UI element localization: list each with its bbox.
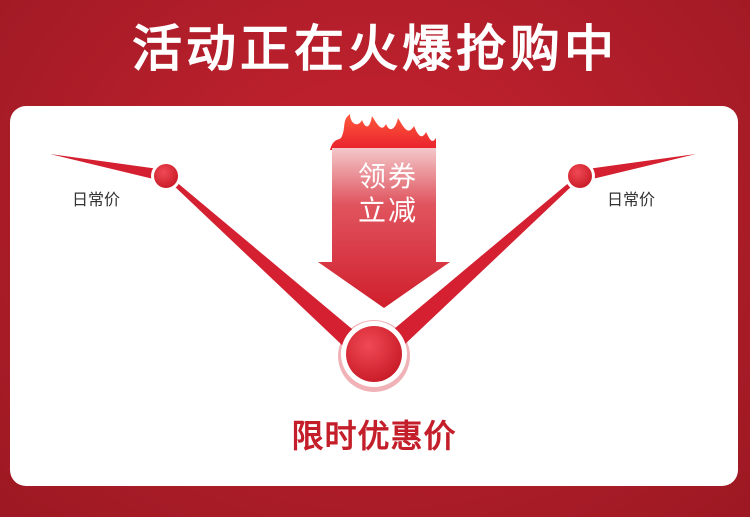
- promo-price-point: [338, 320, 410, 392]
- left-price-line: [50, 154, 166, 182]
- right-price-line: [580, 154, 696, 182]
- promo-price-label: 限时优惠价: [291, 417, 457, 455]
- left-price-point: [151, 161, 181, 191]
- right-drop-wedge: [376, 170, 584, 364]
- regular-price-label-left: 日常价: [72, 190, 121, 209]
- flame-icon: [330, 114, 436, 150]
- coupon-text-line1: 领券: [357, 160, 418, 193]
- price-drop-graphic: [50, 114, 696, 392]
- banner-title: 活动正在火爆抢购中: [132, 20, 618, 78]
- price-panel: 日常价 日常价 领券 立减 限时优惠价: [10, 106, 738, 486]
- regular-price-label-right: 日常价: [607, 190, 656, 209]
- down-arrow-icon: [318, 148, 450, 308]
- left-drop-wedge: [162, 170, 370, 364]
- right-price-point: [565, 161, 595, 191]
- coupon-text-line2: 立减: [357, 194, 418, 227]
